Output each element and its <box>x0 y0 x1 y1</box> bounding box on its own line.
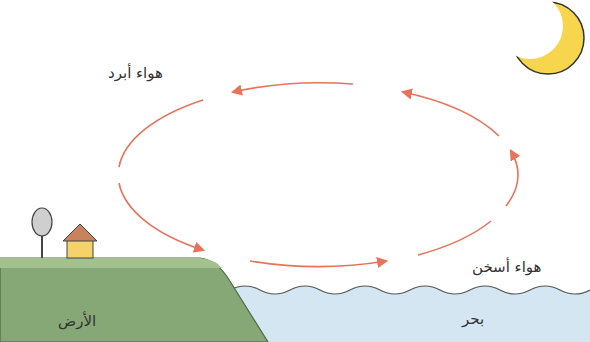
air-arrow <box>250 261 386 266</box>
land <box>0 258 268 342</box>
sea-waves <box>230 286 590 294</box>
air-arrow <box>233 83 353 92</box>
tree-crown <box>32 208 52 236</box>
air-arrow <box>403 92 499 136</box>
moon <box>512 2 584 74</box>
air-label: هواء أسخن <box>472 258 542 276</box>
air-arrow <box>119 100 203 167</box>
air-arrow <box>506 151 518 206</box>
air-arrow <box>418 221 491 255</box>
sea <box>230 286 590 342</box>
house-roof <box>63 224 97 241</box>
house-body <box>67 240 93 258</box>
land-top <box>0 258 222 268</box>
air-label: هواء أبرد <box>108 64 163 82</box>
air-arrow <box>119 183 203 250</box>
region-label: بحر <box>462 310 484 328</box>
region-label: الأرض <box>58 312 96 330</box>
air-circulation <box>119 83 518 267</box>
